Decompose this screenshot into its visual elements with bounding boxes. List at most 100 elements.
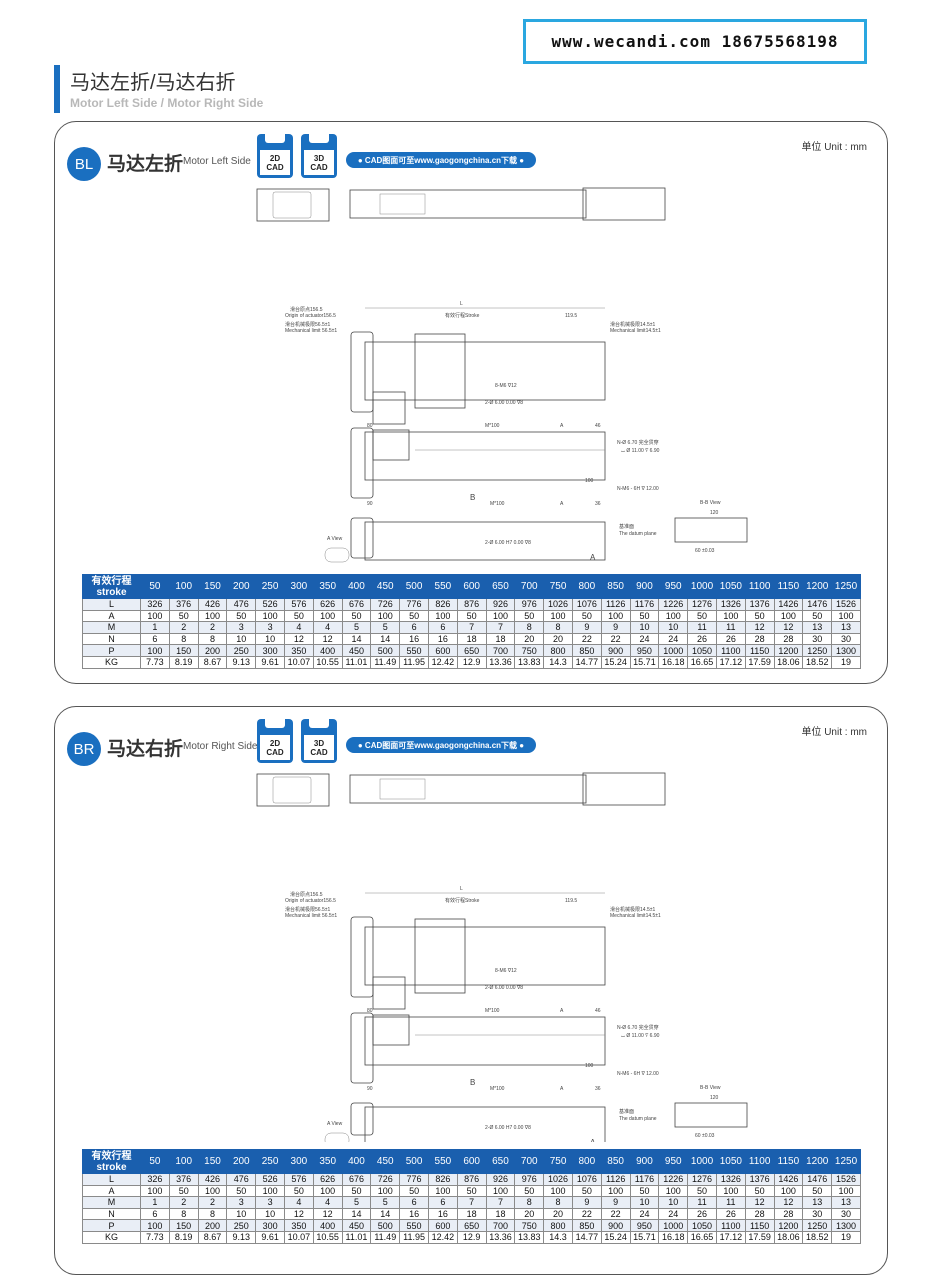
table-cell: 8	[168, 632, 199, 646]
table-cell: 100	[831, 1184, 861, 1198]
mech-limit2-label-en: Mechanical limit14.5±1	[610, 328, 661, 334]
table-cell: 876	[456, 598, 487, 611]
dim-80: 80	[367, 1008, 373, 1014]
table-cell: 15.24	[600, 655, 631, 669]
table-cell: 4	[283, 1196, 314, 1209]
front-view-motor-cap	[350, 1012, 374, 1084]
m6-label: 8-M6 ∇12	[495, 968, 517, 974]
table-cell: 50	[744, 609, 775, 623]
hole-spec-2: ⌴ Ø 11.00 ∇ 6.90	[621, 1033, 660, 1039]
table-cell: 10	[255, 1207, 285, 1221]
table-cell: 1276	[687, 1173, 717, 1186]
table-cell: 100	[715, 1184, 746, 1198]
table-cell: 326	[140, 598, 170, 611]
stroke-column-header: 850	[600, 574, 631, 599]
panel-badge: BR	[67, 732, 101, 766]
table-cell: 10	[658, 621, 689, 634]
stroke-column-header: 550	[427, 1149, 458, 1174]
table-cell: 50	[399, 609, 429, 623]
table-cell: 200	[197, 644, 228, 657]
table-cell: 11.49	[370, 1230, 401, 1244]
table-cell: 20	[543, 632, 573, 646]
table-cell: 650	[456, 1219, 487, 1232]
table-cell: 426	[197, 1173, 228, 1186]
table-cell: 16	[399, 632, 429, 646]
stroke-column-header: 1000	[687, 1149, 717, 1174]
thumb-end-motor	[272, 191, 312, 219]
table-cell: 700	[485, 1219, 516, 1232]
table-cell: 9.13	[226, 1230, 257, 1244]
table-cell: 1176	[629, 598, 660, 611]
table-cell: 12.42	[427, 655, 458, 669]
pin-label: 2-Ø 6.00 0.00 ∇8	[485, 400, 523, 406]
table-cell: 5	[370, 621, 401, 634]
table-cell: 9	[571, 1196, 602, 1209]
table-cell: 376	[168, 598, 199, 611]
table-cell: 726	[370, 1173, 401, 1186]
table-cell: 12	[744, 1196, 775, 1209]
table-cell: 400	[312, 644, 343, 657]
table-cell: 100	[255, 609, 285, 623]
stroke-column-header: 800	[571, 1149, 602, 1174]
stroke-column-header: 100	[168, 1149, 199, 1174]
cad-download-banner[interactable]: ● CAD图面可至www.gaogongchina.cn下载 ●	[346, 737, 536, 753]
row-label: KG	[82, 655, 141, 669]
table-cell: 26	[715, 1207, 746, 1221]
stroke-column-header: 550	[427, 574, 458, 599]
contact-box: www.wecandi.com 18675568198	[523, 19, 867, 64]
table-cell: 2	[197, 1196, 228, 1209]
row-label: L	[82, 1173, 141, 1186]
table-cell: 18.06	[773, 655, 804, 669]
side-view-body	[364, 1106, 606, 1142]
table-cell: 10	[255, 632, 285, 646]
table-cell: 300	[255, 644, 285, 657]
table-cell: 100	[485, 1184, 516, 1198]
row-label: N	[82, 1207, 141, 1221]
table-cell: 1476	[802, 1173, 833, 1186]
table-cell: 18.06	[773, 1230, 804, 1244]
hole-spec-2: ⌴ Ø 11.00 ∇ 6.90	[621, 448, 660, 454]
table-cell: 726	[370, 598, 401, 611]
stroke-column-header: 250	[255, 1149, 285, 1174]
table-cell: 10.55	[312, 1230, 343, 1244]
table-cell: 9.61	[255, 1230, 285, 1244]
table-cell: 14	[341, 1207, 372, 1221]
table-cell: 28	[773, 1207, 804, 1221]
table-cell: 20	[514, 632, 545, 646]
table-cell: 11.01	[341, 655, 372, 669]
table-cell: 1126	[600, 1173, 631, 1186]
table-cell: 28	[744, 632, 775, 646]
table-cell: 400	[312, 1219, 343, 1232]
table-cell: 100	[427, 1184, 458, 1198]
table-cell: 1300	[831, 1219, 861, 1232]
table-cell: 10.55	[312, 655, 343, 669]
row-label: M	[82, 1196, 141, 1209]
table-cell: 426	[197, 598, 228, 611]
dim-119-5: 119.5	[565, 313, 577, 319]
a-view-label: A View	[327, 536, 343, 542]
stroke-column-header: 500	[399, 1149, 429, 1174]
table-cell: 1526	[831, 1173, 861, 1186]
cad-download-banner[interactable]: ● CAD图面可至www.gaogongchina.cn下载 ●	[346, 152, 536, 168]
origin-label-cn: 滑台原点156.5	[290, 891, 323, 898]
table-cell: 350	[283, 1219, 314, 1232]
bb-view-label: B-B View	[700, 1085, 721, 1091]
table-cell: 1200	[773, 644, 804, 657]
dim-a-bottom: A	[560, 501, 564, 507]
table-cell: 1376	[744, 1173, 775, 1186]
panel-title: 马达左折	[107, 154, 184, 175]
table-cell: 14	[370, 632, 401, 646]
table-cell: 50	[456, 1184, 487, 1198]
table-cell: 100	[773, 609, 804, 623]
top-view-motor	[372, 976, 406, 1010]
